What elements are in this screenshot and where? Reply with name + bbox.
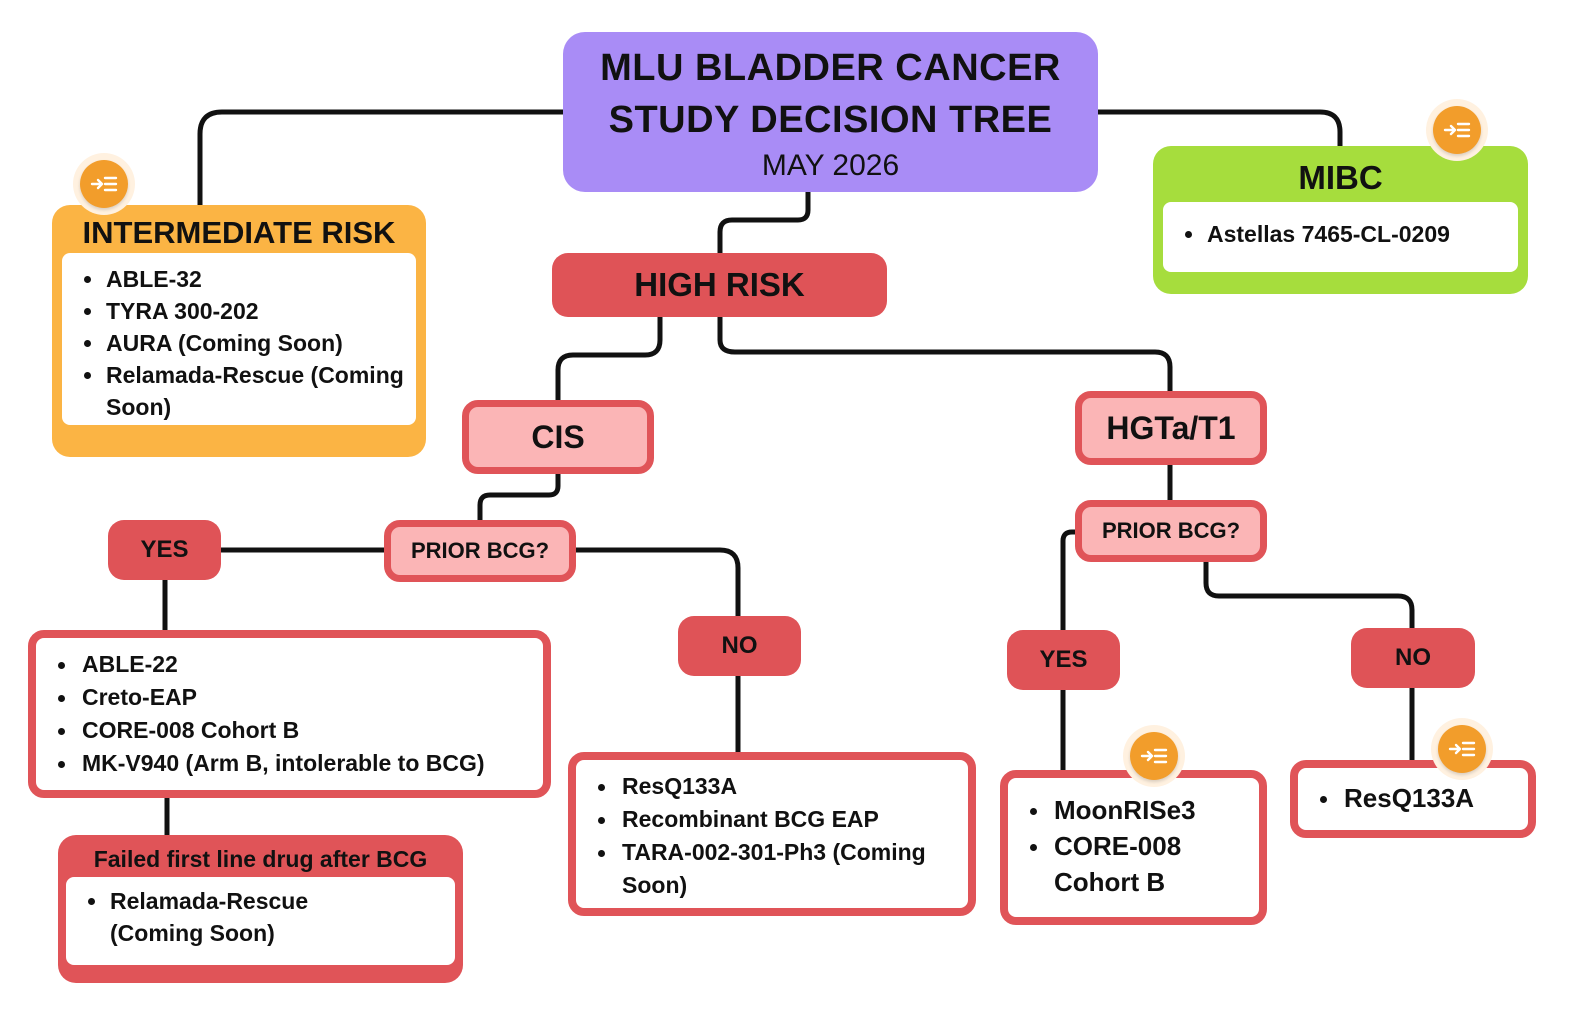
list-item: Recombinant BCG EAP xyxy=(596,803,954,836)
hgta-no-badge[interactable] xyxy=(1431,718,1493,780)
list-item: AURA (Coming Soon) xyxy=(76,327,406,359)
hgta-prior-bcg-node: PRIOR BCG? xyxy=(1075,500,1267,562)
mibc-card: MIBC Astellas 7465-CL-0209 xyxy=(1153,146,1528,294)
hgta-no-studies-box: ResQ133A xyxy=(1290,760,1536,838)
intermediate-risk-list: ABLE-32 TYRA 300-202 AURA (Coming Soon) … xyxy=(62,253,416,425)
indent-list-icon xyxy=(1433,106,1481,154)
mibc-list: Astellas 7465-CL-0209 xyxy=(1163,202,1518,272)
list-item: ResQ133A xyxy=(596,770,954,803)
list-item: Relamada-Rescue (Coming Soon) xyxy=(80,885,370,949)
list-item: TARA-002-301-Ph3 (Coming Soon) xyxy=(596,836,954,902)
intermediate-risk-card: INTERMEDIATE RISK ABLE-32 TYRA 300-202 A… xyxy=(52,205,426,457)
hgta-yes-node: YES xyxy=(1007,630,1120,690)
high-risk-node: HIGH RISK xyxy=(552,253,887,317)
list-item: CORE-008 Cohort B xyxy=(1028,828,1245,900)
title-box: MLU BLADDER CANCER STUDY DECISION TREE M… xyxy=(563,32,1098,192)
cis-node: CIS xyxy=(462,400,654,474)
list-item: Astellas 7465-CL-0209 xyxy=(1177,218,1508,250)
list-item: ABLE-32 xyxy=(76,263,406,295)
list-item: TYRA 300-202 xyxy=(76,295,406,327)
cis-prior-bcg-node: PRIOR BCG? xyxy=(384,520,576,582)
cis-no-node: NO xyxy=(678,616,801,676)
hgta-no-node: NO xyxy=(1351,628,1475,688)
list-item: Relamada-Rescue (Coming Soon) xyxy=(76,359,406,423)
cis-yes-node: YES xyxy=(108,520,221,580)
intermediate-risk-heading: INTERMEDIATE RISK xyxy=(82,215,396,250)
mibc-heading: MIBC xyxy=(1298,159,1383,196)
indent-list-icon xyxy=(1438,725,1486,773)
title-line-1: MLU BLADDER CANCER xyxy=(600,47,1061,89)
title-line-2: STUDY DECISION TREE xyxy=(608,99,1053,141)
failed-first-line-list: Relamada-Rescue (Coming Soon) xyxy=(66,877,455,965)
indent-list-icon xyxy=(80,160,128,208)
list-item: MoonRISe3 xyxy=(1028,792,1245,828)
cis-no-studies-box: ResQ133A Recombinant BCG EAP TARA-002-30… xyxy=(568,752,976,916)
list-item: ResQ133A xyxy=(1318,780,1514,816)
hgta-yes-studies-box: MoonRISe3 CORE-008 Cohort B xyxy=(1000,770,1267,925)
list-item: ABLE-22 xyxy=(56,648,529,681)
mibc-badge[interactable] xyxy=(1426,99,1488,161)
intermediate-risk-badge[interactable] xyxy=(73,153,135,215)
indent-list-icon xyxy=(1130,732,1178,780)
failed-first-line-card: Failed first line drug after BCG Relamad… xyxy=(58,835,463,983)
hgta-t1-node: HGTa/T1 xyxy=(1075,391,1267,465)
failed-first-line-heading: Failed first line drug after BCG xyxy=(93,846,428,872)
hgta-yes-badge[interactable] xyxy=(1123,725,1185,787)
list-item: CORE-008 Cohort B xyxy=(56,714,529,747)
list-item: Creto-EAP xyxy=(56,681,529,714)
title-date: MAY 2026 xyxy=(761,149,900,182)
cis-yes-studies-box: ABLE-22 Creto-EAP CORE-008 Cohort B MK-V… xyxy=(28,630,551,798)
list-item: MK-V940 (Arm B, intolerable to BCG) xyxy=(56,747,529,780)
